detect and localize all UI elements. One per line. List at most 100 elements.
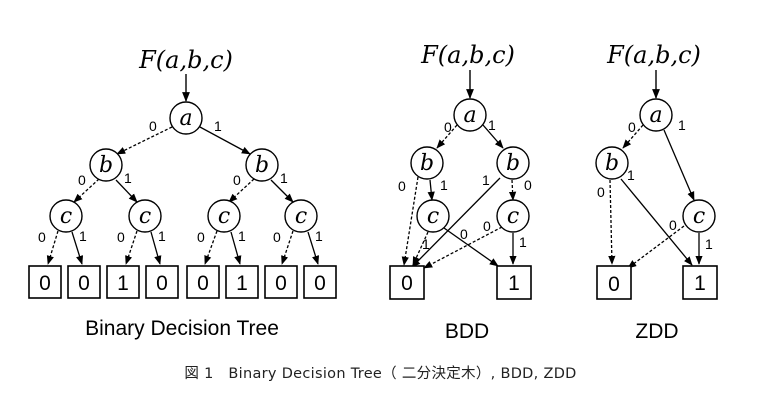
bdd-node-label: b xyxy=(506,151,520,176)
bdd-edge xyxy=(443,227,499,267)
tree-edge xyxy=(281,230,294,265)
tree-edge xyxy=(125,230,138,265)
tree-edge-label: 0 xyxy=(38,229,46,245)
bdd-edge xyxy=(411,177,501,268)
tree-node xyxy=(128,199,162,233)
zdd-edge xyxy=(663,129,695,201)
bdd-title: BDD xyxy=(445,320,489,343)
tree-node-label: b xyxy=(99,153,113,178)
tree-node-label: c xyxy=(295,204,307,229)
bdd-edge xyxy=(412,231,429,266)
tree-function-label: F(a,b,c) xyxy=(138,46,233,74)
tree-node xyxy=(169,101,203,135)
figure-caption: 図 1 Binary Decision Tree（ 二分決定木）, BDD, Z… xyxy=(184,366,577,382)
tree-edge xyxy=(204,230,218,265)
tree-node xyxy=(245,148,279,182)
zdd-edge-label: 0 xyxy=(669,217,677,233)
tree-terminal xyxy=(264,265,298,299)
zdd-node xyxy=(639,98,673,132)
tree-terminal xyxy=(67,265,101,299)
tree-edge-label: 0 xyxy=(78,172,86,188)
tree-edge xyxy=(150,231,162,265)
zdd-terminal-label: 0 xyxy=(608,273,620,296)
zdd-edge-label: 1 xyxy=(627,167,635,183)
tree-title: Binary Decision Tree xyxy=(85,317,279,340)
bdd-diagram: F(a,b,c) 0 1 0 1 1 0 0 1 0 1 xyxy=(389,41,532,343)
tree-terminal-label: 0 xyxy=(78,272,90,295)
bdd-function-label: F(a,b,c) xyxy=(420,41,515,69)
tree-edge xyxy=(73,178,100,203)
tree-edge xyxy=(115,179,138,203)
bdd-node xyxy=(496,146,530,180)
zdd-terminal-label: 1 xyxy=(694,272,706,295)
bdd-edge xyxy=(401,176,419,266)
bdd-node xyxy=(496,199,530,233)
tree-edge-label: 1 xyxy=(214,118,222,134)
tree-edge-label: 0 xyxy=(197,229,205,245)
bdd-node xyxy=(416,199,450,233)
tree-edge xyxy=(228,178,255,203)
zdd-edge xyxy=(620,178,693,266)
bdd-node-label: a xyxy=(463,103,476,128)
tree-terminal-label: 0 xyxy=(275,272,287,295)
tree-edge-label: 1 xyxy=(315,228,323,244)
bdd-node-label: c xyxy=(507,204,519,229)
bdd-terminal-label: 1 xyxy=(508,272,520,295)
tree-edge-label: 0 xyxy=(149,118,157,134)
zdd-terminal xyxy=(682,265,718,300)
bdd-terminal-label: 0 xyxy=(401,272,413,295)
tree-node-label: c xyxy=(139,204,151,229)
tree-edge-label: 1 xyxy=(158,228,166,244)
bdd-edge-label: 1 xyxy=(440,177,448,193)
zdd-node xyxy=(595,146,629,180)
zdd-edge-label: 1 xyxy=(705,236,713,252)
tree-terminal xyxy=(186,265,220,299)
tree-node xyxy=(89,148,123,182)
bdd-node xyxy=(410,146,444,180)
tree-node xyxy=(207,199,241,233)
zdd-edge-label: 1 xyxy=(678,117,686,133)
bdd-edge-label: 1 xyxy=(482,172,490,188)
bdd-edge-label: 1 xyxy=(488,117,496,133)
bdd-edge xyxy=(482,124,504,149)
zdd-edge-label: 0 xyxy=(628,119,636,135)
bdd-edge-label: 0 xyxy=(444,119,452,135)
bdd-edge xyxy=(427,179,435,201)
tree-node-label: b xyxy=(255,153,269,178)
tree-node-label: c xyxy=(60,204,72,229)
tree-terminal xyxy=(303,265,337,299)
bdd-terminal xyxy=(389,265,425,300)
bdd-node xyxy=(453,98,487,132)
zdd-function-label: F(a,b,c) xyxy=(606,41,701,69)
tree-node-label: a xyxy=(179,106,192,131)
zdd-edge xyxy=(622,124,644,149)
tree-terminal xyxy=(225,265,259,299)
tree-terminal-label: 1 xyxy=(117,272,129,295)
binary-decision-tree: F(a,b,c) 0 1 0 1 0 1 0 1 0 1 0 1 xyxy=(28,46,337,340)
bdd-edge-label: 0 xyxy=(524,177,532,193)
tree-terminal xyxy=(106,265,140,299)
tree-terminal xyxy=(145,265,179,299)
zdd-edge xyxy=(608,179,616,265)
tree-edge xyxy=(71,231,84,265)
tree-node-label: c xyxy=(218,204,230,229)
tree-edge-label: 0 xyxy=(117,229,125,245)
tree-edge xyxy=(307,231,320,265)
bdd-edge-label: 1 xyxy=(422,236,430,252)
zdd-node-label: c xyxy=(693,204,705,229)
tree-edge-label: 0 xyxy=(233,172,241,188)
bdd-edge-label: 0 xyxy=(460,226,468,242)
zdd-node xyxy=(682,199,716,233)
tree-edge-label: 1 xyxy=(280,170,288,186)
zdd-diagram: F(a,b,c) 0 1 0 1 0 1 a b c xyxy=(595,41,718,343)
tree-edge-label: 1 xyxy=(238,228,246,244)
tree-edge xyxy=(116,126,173,155)
zdd-edge xyxy=(627,225,685,269)
zdd-terminal xyxy=(596,265,632,300)
tree-terminal-label: 0 xyxy=(314,272,326,295)
tree-terminal xyxy=(28,265,62,299)
tree-edge xyxy=(270,179,294,203)
zdd-node-label: a xyxy=(649,103,662,128)
tree-terminal-label: 1 xyxy=(236,272,248,295)
